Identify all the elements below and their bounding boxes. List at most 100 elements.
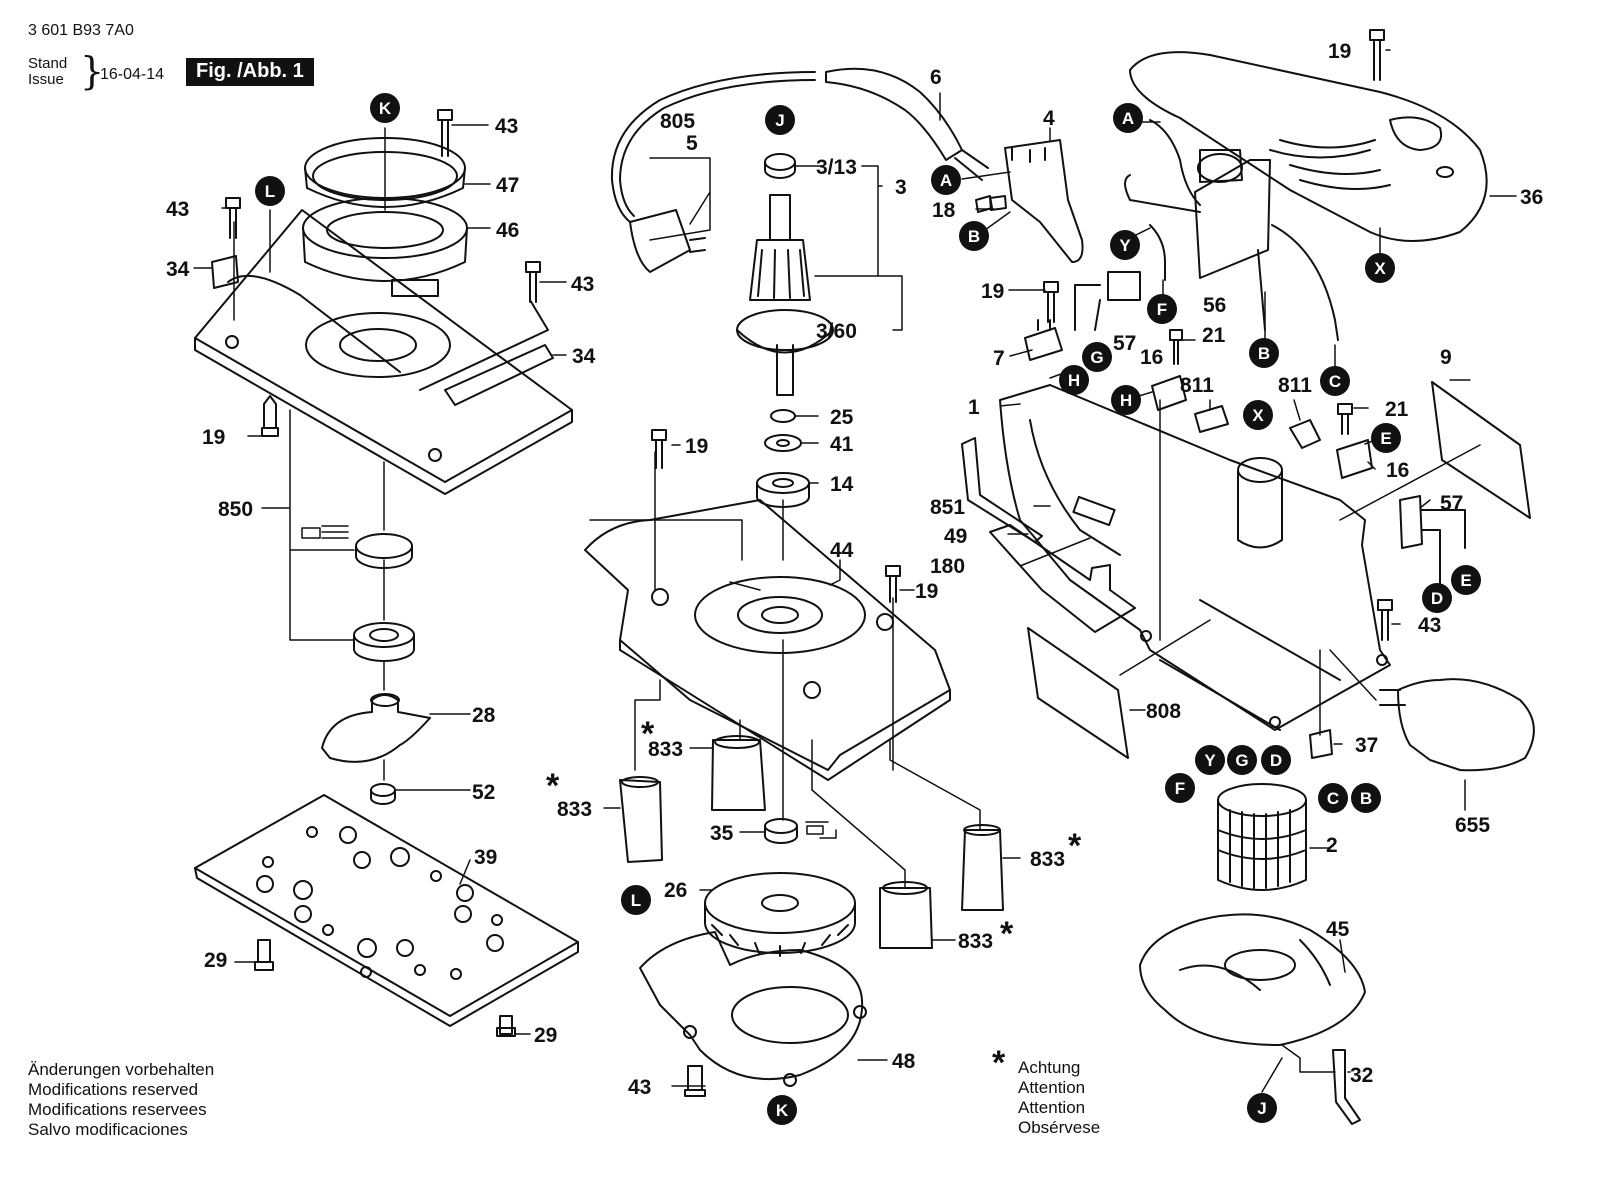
part-label: 4	[1043, 107, 1055, 130]
svg-text:F: F	[1175, 779, 1185, 798]
part-label: 805	[660, 110, 695, 133]
part-label: 1	[968, 396, 980, 419]
note-line: Modifications reservees	[28, 1100, 207, 1119]
svg-text:B: B	[1360, 789, 1372, 808]
electronics-56	[1124, 119, 1339, 341]
svg-text:J: J	[1257, 1099, 1266, 1118]
tool-851-49	[961, 437, 1136, 633]
part-label: 808	[1146, 700, 1181, 723]
marker-badge: B	[1249, 338, 1279, 368]
svg-text:G: G	[1090, 348, 1103, 367]
bearings-left	[353, 533, 415, 662]
screws-center	[651, 429, 901, 1097]
fan-26	[704, 872, 856, 957]
marker-badge: G	[1082, 342, 1112, 372]
part-label: 56	[1203, 294, 1226, 317]
part-label: 2	[1326, 834, 1338, 857]
svg-text:D: D	[1270, 751, 1282, 770]
leader-lines-center	[589, 92, 1021, 1087]
asterisk-mark: *	[546, 767, 560, 805]
marker-badge: Y	[1110, 230, 1140, 260]
part-label: 28	[472, 704, 496, 727]
marker-badge: X	[1365, 253, 1395, 283]
marker-badge: E	[1371, 423, 1401, 453]
svg-text:B: B	[1258, 344, 1270, 363]
svg-text:H: H	[1068, 371, 1080, 390]
part-label: 19	[685, 435, 708, 458]
field-2	[1217, 783, 1307, 891]
part-label: 16	[1386, 459, 1409, 482]
marker-badge: A	[1113, 103, 1143, 133]
part-label: 49	[944, 525, 967, 548]
svg-text:D: D	[1431, 589, 1443, 608]
asterisk-mark: *	[641, 715, 655, 753]
marker-badge: D	[1261, 745, 1291, 775]
part-label: 6	[930, 66, 942, 89]
part-label: 180	[930, 555, 965, 578]
marker-badge: L	[255, 176, 285, 206]
marker-badge: X	[1243, 400, 1273, 430]
part-label: 57	[1113, 332, 1136, 355]
nut-35	[764, 818, 798, 844]
part-label: 16	[1140, 346, 1163, 369]
marker-badge: H	[1059, 365, 1089, 395]
part-label: 833	[958, 930, 993, 953]
base-plate	[194, 209, 573, 495]
svg-text:G: G	[1235, 751, 1248, 770]
svg-text:A: A	[940, 171, 952, 190]
svg-text:H: H	[1120, 391, 1132, 410]
part-label: 37	[1355, 734, 1378, 757]
svg-text:F: F	[1157, 300, 1167, 319]
part-label: 44	[830, 539, 854, 562]
part-label: 850	[218, 498, 253, 521]
note-line: Änderungen vorbehalten	[28, 1060, 215, 1079]
svg-text:E: E	[1380, 429, 1391, 448]
svg-text:L: L	[265, 182, 275, 201]
part-label: 52	[472, 781, 495, 804]
drawing-number: 3 601 B93 7A0	[28, 22, 134, 39]
svg-text:A: A	[1122, 109, 1134, 128]
adapter-46	[302, 197, 468, 297]
issue-text: Issue	[28, 71, 64, 88]
svg-text:C: C	[1327, 789, 1339, 808]
svg-text:Y: Y	[1119, 236, 1131, 255]
part-label: 32	[1350, 1064, 1373, 1087]
note-line: Attention	[1018, 1098, 1086, 1117]
svg-text:K: K	[776, 1101, 789, 1120]
svg-text:B: B	[968, 227, 980, 246]
note-line: Attention	[1018, 1078, 1086, 1097]
marker-badge: J	[1247, 1093, 1277, 1123]
part-label: 5	[686, 132, 698, 155]
part-label: 19	[1328, 40, 1351, 63]
marker-badge: Y	[1195, 745, 1225, 775]
part-label: 851	[930, 496, 965, 519]
marker-badge: B	[959, 221, 989, 251]
part-label: 36	[1520, 186, 1543, 209]
fan-guard-48	[639, 931, 867, 1087]
part-label: 34	[166, 258, 190, 281]
part-label: 833	[557, 798, 592, 821]
marker-badge: F	[1165, 773, 1195, 803]
part-label: 9	[1440, 346, 1452, 369]
note-line: Modifications reserved	[28, 1080, 199, 1099]
brace-glyph: }	[80, 49, 105, 93]
part-label: 39	[474, 846, 497, 869]
part-label: 811	[1180, 374, 1214, 397]
note-line: Salvo modificaciones	[28, 1120, 188, 1139]
part-label: 46	[496, 219, 519, 242]
cover-36	[1129, 51, 1488, 242]
part-label: 43	[628, 1076, 651, 1099]
part-label: 35	[710, 822, 734, 845]
part-label: 43	[495, 115, 518, 138]
part-number-labels: 43 47 46 43 34 43 34 19 850 28 52 39 29 …	[166, 40, 1543, 1099]
connection-markers: K L J A A B Y X F G H H B C X E D E Y G …	[255, 93, 1481, 1125]
stand-text: Stand	[28, 55, 68, 72]
svg-text:X: X	[1374, 259, 1386, 278]
attention-note: Achtung Attention Attention Obsérvese	[1018, 1058, 1100, 1138]
eccentric-28	[321, 693, 431, 763]
part-label: 655	[1455, 814, 1490, 837]
motor-cover-45	[1139, 913, 1366, 1046]
marker-badge: A	[931, 165, 961, 195]
marker-badge: L	[621, 885, 651, 915]
marker-badge: B	[1351, 783, 1381, 813]
